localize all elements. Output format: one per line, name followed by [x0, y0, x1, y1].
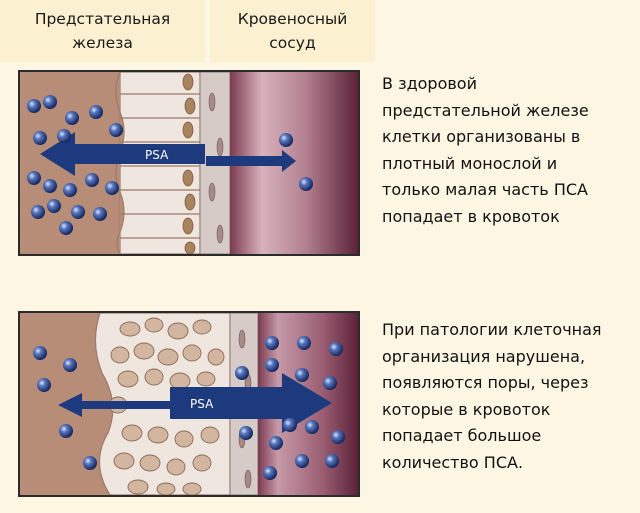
healthy-description: В здоровой предстательной железе клетки … — [382, 71, 637, 230]
header-prostate-gland: Предстательная железа — [0, 0, 205, 62]
psa-particles — [33, 336, 345, 480]
header-blood-vessel: Кровеносный сосуд — [210, 0, 375, 62]
header-prostate-line-1: Предстательная — [34, 10, 171, 28]
psa-label: PSA — [190, 397, 214, 411]
pathology-line-5: попадает большое — [382, 426, 542, 445]
pathology-line-1: При патологии клеточная — [382, 320, 602, 339]
psa-particles — [27, 95, 313, 235]
pathology-line-2: организация нарушена, — [382, 346, 586, 366]
pathology-description: При патологии клеточная организация нару… — [382, 317, 637, 476]
pathology-tissue-illustration: PSA — [18, 311, 360, 497]
pathology-line-4: которые в кровоток — [382, 399, 551, 419]
psa-arrow-rightward-large — [170, 373, 332, 433]
header-vessel-line-2: сосуд — [269, 34, 316, 52]
healthy-line-4: плотный монослой и — [382, 153, 558, 173]
pathology-line-6: количество ПСА. — [382, 452, 524, 472]
psa-arrow-leftward — [58, 393, 180, 417]
psa-arrow-large — [40, 132, 205, 176]
healthy-tissue-illustration: PSA — [18, 70, 360, 256]
healthy-line-5: только малая часть ПСА — [382, 180, 588, 199]
healthy-line-2: предстательной железе — [382, 100, 589, 120]
healthy-line-3: клетки организованы в — [382, 127, 581, 146]
psa-label: PSA — [145, 148, 169, 162]
psa-arrow-small — [206, 150, 296, 172]
healthy-line-1: В здоровой — [382, 74, 477, 93]
header-prostate-line-2: железа — [72, 34, 133, 52]
healthy-line-6: попадает в кровоток — [382, 206, 560, 226]
pathology-line-3: появляются поры, через — [382, 373, 589, 392]
header-vessel-line-1: Кровеносный — [237, 10, 348, 28]
